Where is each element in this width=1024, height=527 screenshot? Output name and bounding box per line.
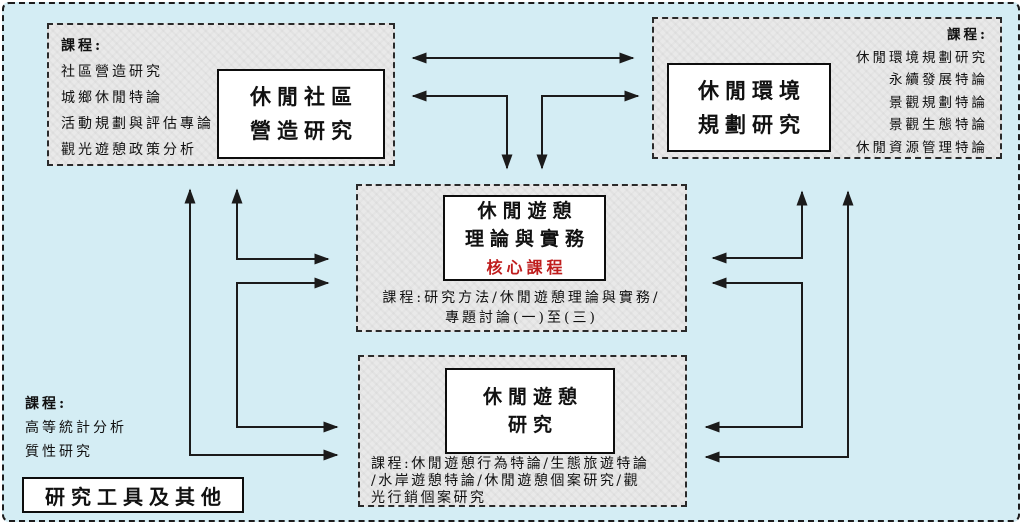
course-item: 永續發展特論 bbox=[889, 72, 988, 88]
course-list-label: 課程: bbox=[25, 396, 68, 412]
environment-title-line2: 規劃研究 bbox=[698, 111, 806, 137]
course-item: 社區營造研究 bbox=[61, 64, 163, 80]
course-item: 景觀生態特論 bbox=[889, 117, 988, 133]
course-item: 活動規劃與評估專論 bbox=[61, 116, 214, 132]
research-title-line1: 休閒遊憩 bbox=[482, 385, 583, 408]
caption-line: 課程:研究方法/休閒遊憩理論與實務/ bbox=[382, 290, 661, 306]
course-item: 高等統計分析 bbox=[25, 420, 127, 436]
caption-line: 光行銷個案研究 bbox=[371, 490, 487, 506]
community-title-line2: 營造研究 bbox=[250, 118, 358, 143]
community-title-box: 休閒社區 營造研究 bbox=[217, 69, 385, 159]
caption-line: 專題討論(一)至(三) bbox=[445, 310, 598, 326]
environment-title-box: 休閒環境 規劃研究 bbox=[667, 63, 831, 152]
research-title-line2: 研究 bbox=[507, 414, 558, 436]
research-panel: 休閒遊憩 研究 課程:休閒遊憩行為特論/生態旅遊特論 /水岸遊憩特論/休閒遊憩個… bbox=[358, 355, 687, 507]
environment-title-line1: 休閒環境 bbox=[698, 77, 806, 103]
course-list-label: 課程: bbox=[61, 38, 104, 54]
course-item: 休閒資源管理特論 bbox=[856, 139, 988, 156]
core-badge: 核心課程 bbox=[486, 258, 567, 278]
community-title-line1: 休閒社區 bbox=[250, 84, 358, 110]
core-title-line2: 理論與實務 bbox=[464, 227, 590, 250]
caption-line: 課程:休閒遊憩行為特論/生態旅遊特論 bbox=[371, 456, 650, 472]
course-item: 休閒環境規劃研究 bbox=[856, 49, 988, 66]
core-course-caption: 課程:研究方法/休閒遊憩理論與實務/ 專題討論(一)至(三) bbox=[358, 288, 685, 328]
course-item: 景觀規劃特論 bbox=[889, 94, 988, 111]
course-item: 觀光遊憩政策分析 bbox=[61, 142, 197, 158]
course-list-label: 課程: bbox=[947, 27, 988, 43]
tools-title: 研究工具及其他 bbox=[45, 484, 227, 509]
core-title-box: 休閒遊憩 理論與實務 核心課程 bbox=[443, 195, 606, 281]
environment-course-list: 課程: 休閒環境規劃研究 永續發展特論 景觀規劃特論 景觀生態特論 休閒資源管理… bbox=[856, 24, 988, 159]
community-course-list: 課程: 社區營造研究 城鄉休閒特論 活動規劃與評估專論 觀光遊憩政策分析 bbox=[61, 33, 214, 163]
core-title-line1: 休閒遊憩 bbox=[477, 199, 578, 222]
course-item: 城鄉休閒特論 bbox=[61, 90, 163, 106]
course-item: 質性研究 bbox=[25, 444, 93, 460]
core-panel: 休閒遊憩 理論與實務 核心課程 課程:研究方法/休閒遊憩理論與實務/ 專題討論(… bbox=[356, 184, 687, 332]
environment-panel: 課程: 休閒環境規劃研究 永續發展特論 景觀規劃特論 景觀生態特論 休閒資源管理… bbox=[652, 17, 1002, 159]
community-panel: 課程: 社區營造研究 城鄉休閒特論 活動規劃與評估專論 觀光遊憩政策分析 休閒社… bbox=[47, 23, 395, 166]
research-course-caption: 課程:休閒遊憩行為特論/生態旅遊特論 /水岸遊憩特論/休閒遊憩個案研究/觀 光行… bbox=[371, 456, 679, 507]
research-title-box: 休閒遊憩 研究 bbox=[445, 368, 615, 454]
tools-course-list: 課程: 高等統計分析 質性研究 bbox=[25, 392, 127, 464]
caption-line: /水岸遊憩特論/休閒遊憩個案研究/觀 bbox=[371, 473, 641, 489]
tools-title-box: 研究工具及其他 bbox=[22, 477, 244, 513]
